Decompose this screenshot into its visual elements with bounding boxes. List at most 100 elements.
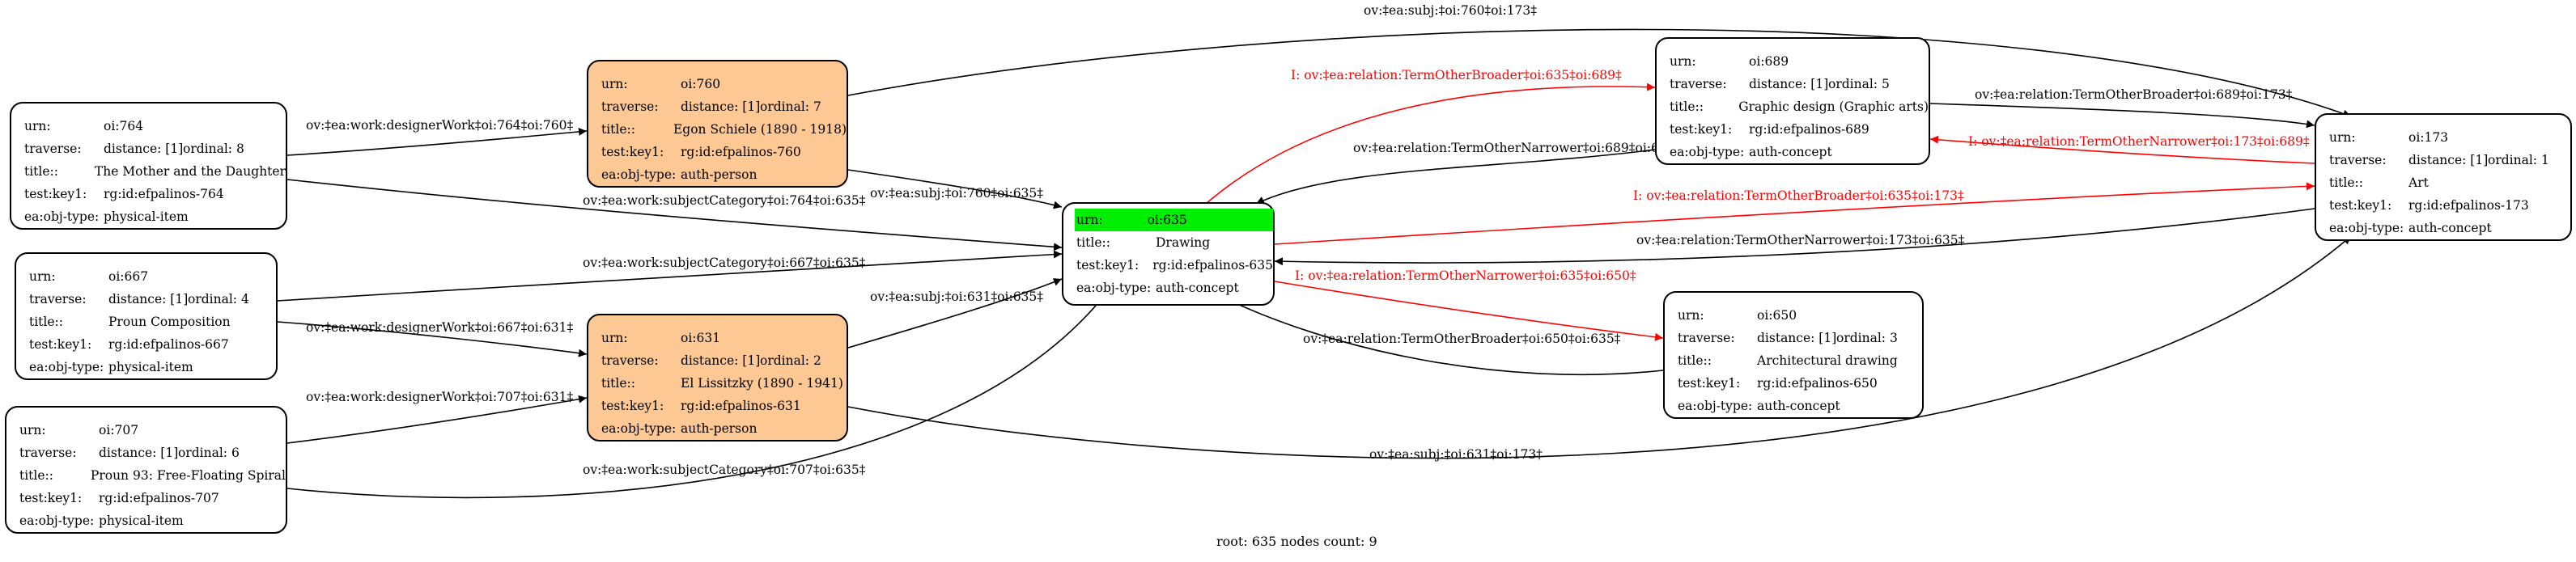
node-oi-764[interactable]: urn:oi:764 traverse:distance: [1]ordinal… [10, 102, 287, 230]
edge-label: ov:‡ea:relation:TermOtherNarrower‡oi:173… [1636, 233, 1965, 247]
title-value: Proun 93: Free-Floating Spiral [90, 468, 286, 483]
field-key: urn: [601, 77, 628, 91]
urn-value: oi:173 [2408, 130, 2449, 145]
edge-707-635 [286, 278, 1118, 499]
field-key: title:: [1670, 99, 1704, 114]
type-value: auth-person [681, 421, 758, 436]
field-key: urn: [24, 119, 51, 133]
node-oi-173[interactable]: urn:oi:173 traverse:distance: [1]ordinal… [2315, 113, 2572, 241]
type-value: auth-concept [1156, 281, 1239, 295]
graph-footer: root: 635 nodes count: 9 [1216, 534, 1377, 549]
title-value: Architectural drawing [1757, 353, 1898, 368]
type-value: physical-item [104, 209, 189, 224]
ordinal-value: ordinal: 1 [2488, 153, 2549, 167]
distance-value: distance: [1] [1757, 331, 1837, 345]
field-key: traverse: [1670, 77, 1727, 91]
edge-label: ov:‡ea:subj:‡oi:631‡oi:173‡ [1369, 447, 1543, 462]
edge-635-689[interactable] [1205, 82, 1656, 205]
field-key: title:: [1678, 353, 1712, 368]
edge-label: ov:‡ea:work:subjectCategory‡oi:764‡oi:63… [583, 193, 866, 208]
key1-value: rg:id:efpalinos-173 [2408, 198, 2529, 213]
root-highlight-row: urn:oi:635 [1075, 209, 1273, 231]
distance-value: distance: [1] [681, 99, 761, 114]
field-key: test:key1: [29, 337, 92, 352]
edge-689-635 [1255, 149, 1656, 205]
field-key: title:: [2329, 175, 2363, 190]
node-oi-760[interactable]: urn:oi:760 traverse:distance: [1]ordinal… [587, 60, 848, 188]
edge-173-689[interactable] [1929, 135, 2315, 164]
field-key: test:key1: [19, 491, 83, 505]
title-value: Proun Composition [108, 315, 231, 329]
edge-689-173 [1929, 103, 2315, 129]
field-key: title:: [601, 122, 635, 137]
key1-value: rg:id:efpalinos-650 [1757, 376, 1878, 391]
edge-650-635 [1223, 297, 1664, 376]
node-oi-635-root[interactable]: urn:oi:635 title::Drawing test:key1:rg:i… [1062, 202, 1275, 306]
title-value: Graphic design (Graphic arts) [1738, 99, 1929, 114]
edge-173-635 [1274, 208, 2315, 266]
edge-label: ov:‡ea:relation:TermOtherBroader‡oi:650‡… [1303, 332, 1621, 346]
distance-value: distance: [1] [681, 353, 761, 368]
field-key: title:: [601, 376, 635, 391]
field-key: ea:obj-type: [1678, 399, 1753, 413]
field-key: urn: [1678, 308, 1704, 323]
field-key: ea:obj-type: [1670, 145, 1745, 159]
node-oi-667[interactable]: urn:oi:667 traverse:distance: [1]ordinal… [15, 252, 278, 380]
ordinal-value: ordinal: 6 [178, 446, 240, 460]
urn-value: oi:707 [99, 423, 139, 437]
key1-value: rg:id:efpalinos-689 [1749, 122, 1869, 137]
edge-label: ov:‡ea:work:designerWork‡oi:707‡oi:631‡ [306, 390, 574, 404]
edge-635-650[interactable] [1274, 281, 1664, 341]
field-key: ea:obj-type: [601, 421, 677, 436]
field-key: test:key1: [1076, 258, 1139, 273]
field-key: test:key1: [1678, 376, 1741, 391]
field-key: traverse: [601, 353, 659, 368]
edge-label: I: ov:‡ea:relation:TermOtherBroader‡oi:6… [1633, 188, 1964, 203]
node-oi-707[interactable]: urn:oi:707 traverse:distance: [1]ordinal… [5, 406, 287, 534]
edge-label: ov:‡ea:work:subjectCategory‡oi:667‡oi:63… [583, 256, 866, 270]
title-value: The Mother and the Daughter [94, 164, 286, 179]
edge-label: I: ov:‡ea:relation:TermOtherNarrower‡oi:… [1968, 134, 2310, 149]
field-key: title:: [1076, 235, 1110, 250]
field-key: test:key1: [601, 145, 664, 159]
node-oi-650[interactable]: urn: oi:650 traverse: distance: [1]ordinal… [1663, 291, 1924, 419]
edge-667-631 [277, 321, 588, 357]
ordinal-value: ordinal: 7 [760, 99, 821, 114]
node-oi-689[interactable]: urn:oi:689 traverse:distance: [1]ordinal… [1655, 37, 1930, 165]
field-key: urn: [601, 331, 628, 345]
field-key: traverse: [1678, 331, 1735, 345]
edge-764-635 [286, 179, 1063, 251]
node-oi-631[interactable]: urn:oi:631 traverse:distance: [1]ordinal… [587, 314, 848, 442]
edge-764-760 [286, 127, 588, 156]
type-value: auth-concept [2408, 221, 2492, 235]
title-value: Egon Schiele (1890 - 1918) [673, 122, 847, 137]
field-key: traverse: [2329, 153, 2387, 167]
field-key: urn: [2329, 130, 2356, 145]
ordinal-value: ordinal: 2 [760, 353, 821, 368]
key1-value: rg:id:efpalinos-764 [104, 187, 224, 201]
field-key: urn: [1075, 209, 1146, 231]
edge-label: ov:‡ea:work:designerWork‡oi:764‡oi:760‡ [306, 118, 574, 133]
edge-label: ov:‡ea:subj:‡oi:631‡oi:635‡ [870, 289, 1044, 304]
field-key: urn: [19, 423, 46, 437]
edge-635-173[interactable] [1274, 182, 2315, 245]
field-key: urn: [1670, 54, 1696, 69]
ordinal-value: ordinal: 5 [1828, 77, 1890, 91]
field-key: ea:obj-type: [29, 360, 104, 374]
field-key: ea:obj-type: [19, 513, 95, 528]
type-value: auth-person [681, 167, 758, 182]
field-key: traverse: [24, 142, 82, 156]
urn-value: oi:667 [108, 269, 149, 284]
edge-631-173 [847, 235, 2352, 459]
ordinal-value: ordinal: 8 [183, 142, 244, 156]
edge-760-635 [847, 169, 1063, 209]
key1-value: rg:id:efpalinos-635 [1152, 258, 1273, 273]
field-key: traverse: [19, 446, 77, 460]
edge-667-635 [277, 250, 1063, 302]
edge-label: I: ov:‡ea:relation:TermOtherBroader‡oi:6… [1291, 68, 1622, 82]
ordinal-value: ordinal: 4 [188, 292, 249, 306]
urn-value: oi:650 [1757, 308, 1797, 323]
ordinal-value: ordinal: 3 [1836, 331, 1898, 345]
edge-760-173 [847, 28, 2352, 118]
